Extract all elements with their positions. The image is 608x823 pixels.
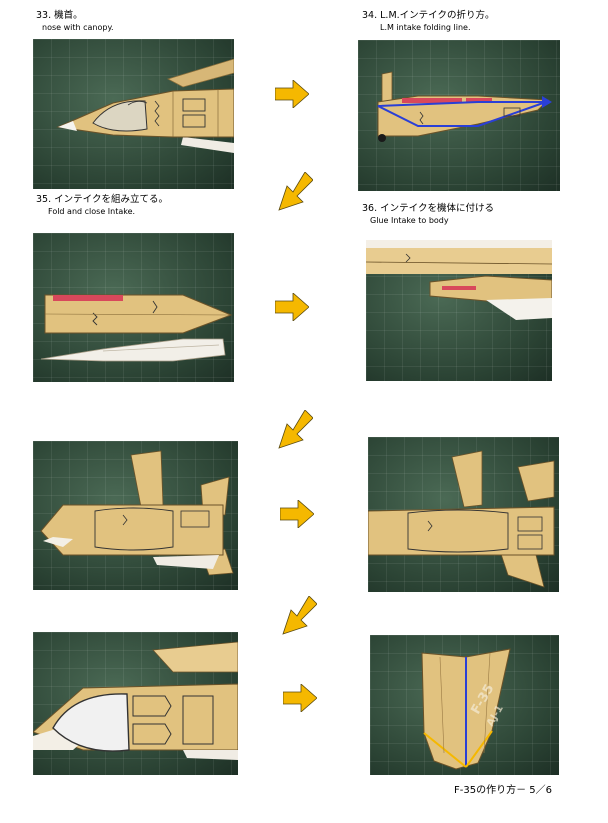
page-footer: F-35の作り方－ 5／6 bbox=[454, 785, 552, 796]
step-36-subtitle: Glue Intake to body bbox=[370, 216, 449, 225]
step-36-caption: 36. インテイクを機体に付ける Glue Intake to body bbox=[362, 203, 494, 227]
step-34-subtitle: L.M intake folding line. bbox=[380, 23, 471, 32]
arrow-down-left-icon bbox=[278, 172, 313, 211]
nose-closeup-photo bbox=[33, 632, 238, 775]
step-33-title: 33. 機首。 bbox=[36, 10, 83, 21]
step-35-title: 35. インテイクを組み立てる。 bbox=[36, 194, 168, 205]
step-33-caption: 33. 機首。 nose with canopy. bbox=[36, 10, 114, 34]
intake-glued-photo bbox=[366, 240, 552, 381]
arrow-right-icon bbox=[283, 684, 317, 712]
underside-photo-a bbox=[33, 441, 238, 590]
step-34-caption: 34. L.M.インテイクの折り方。 L.M intake folding li… bbox=[362, 10, 494, 34]
intake-parts-photo bbox=[33, 233, 234, 382]
step-34-title: 34. L.M.インテイクの折り方。 bbox=[362, 10, 495, 21]
tail-part-photo: F-35 AJ-1 bbox=[370, 635, 559, 775]
arrow-right-icon bbox=[280, 500, 314, 528]
arrow-right-icon bbox=[275, 293, 309, 321]
step-35-caption: 35. インテイクを組み立てる。 Fold and close Intake. bbox=[36, 194, 168, 218]
arrow-down-left-icon bbox=[278, 410, 313, 449]
underside-photo-b bbox=[368, 437, 559, 592]
intake-folding-line-photo bbox=[358, 40, 560, 191]
arrow-right-icon bbox=[275, 80, 309, 108]
step-36-title: 36. インテイクを機体に付ける bbox=[362, 203, 494, 214]
step-35-subtitle: Fold and close Intake. bbox=[48, 207, 136, 216]
arrow-down-left-icon bbox=[282, 596, 317, 635]
nose-with-canopy-photo bbox=[33, 39, 234, 189]
step-33-subtitle: nose with canopy. bbox=[42, 23, 114, 32]
